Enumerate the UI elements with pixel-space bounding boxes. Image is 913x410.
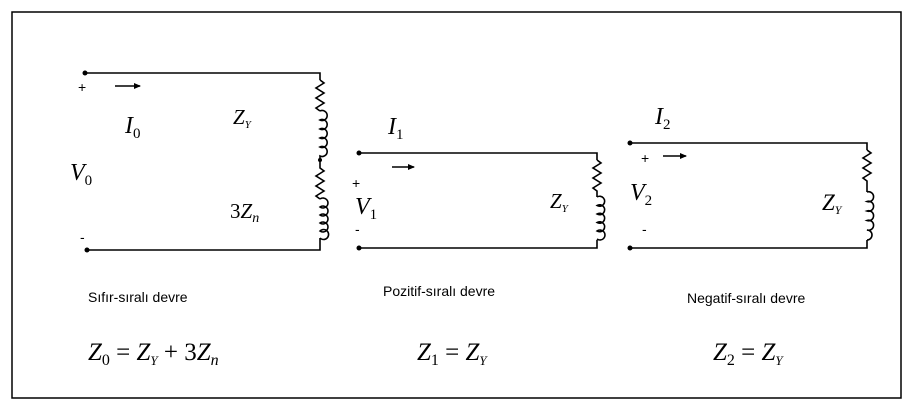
resistor-icon bbox=[314, 160, 326, 200]
negative-sequence-circuit: + - I2 V2 ZY Negatif-sıralı devre Z2 = Z… bbox=[627, 104, 875, 369]
top-wire bbox=[85, 72, 321, 80]
impedance-label: ZY bbox=[233, 105, 253, 131]
minus-sign: - bbox=[80, 229, 85, 245]
neutral-impedance-label: 3Zn bbox=[230, 199, 259, 226]
plus-sign: + bbox=[641, 150, 649, 166]
bottom-wire bbox=[630, 240, 868, 249]
minus-sign: - bbox=[642, 221, 647, 237]
bottom-wire bbox=[359, 240, 598, 249]
equation: Z0 = ZY + 3Zn bbox=[88, 339, 219, 369]
zero-sequence-circuit: + - I0 V0 ZY 3Zn Sıfır-sıralı devre Z0 =… bbox=[70, 70, 330, 369]
inductor-icon bbox=[318, 109, 328, 160]
voltage-label: V0 bbox=[70, 160, 92, 189]
resistor-icon bbox=[591, 159, 603, 197]
inductor-icon bbox=[864, 190, 875, 241]
current-label: I1 bbox=[387, 114, 404, 143]
voltage-label: V2 bbox=[630, 180, 652, 209]
current-label: I0 bbox=[124, 113, 141, 142]
bottom-wire bbox=[87, 238, 321, 251]
current-label: I2 bbox=[654, 104, 671, 133]
frame bbox=[11, 11, 902, 399]
equation: Z2 = ZY bbox=[713, 339, 784, 369]
circuit-caption: Sıfır-sıralı devre bbox=[88, 289, 188, 305]
equation: Z1 = ZY bbox=[417, 339, 488, 369]
impedance-label: ZY bbox=[550, 189, 570, 215]
resistor-icon bbox=[861, 149, 873, 192]
arrowhead-icon bbox=[408, 164, 415, 170]
positive-sequence-circuit: + - I1 V1 ZY Pozitif-sıralı devre Z1 = Z… bbox=[352, 114, 606, 369]
plus-sign: + bbox=[352, 175, 360, 191]
minus-sign: - bbox=[355, 221, 360, 237]
impedance-label: ZY bbox=[822, 190, 843, 217]
top-wire bbox=[630, 142, 868, 150]
top-wire bbox=[359, 152, 598, 160]
arrowhead-icon bbox=[680, 153, 687, 159]
voltage-label: V1 bbox=[355, 194, 377, 223]
inductor-icon bbox=[318, 197, 330, 241]
inductor-icon bbox=[595, 195, 606, 241]
arrowhead-icon bbox=[134, 83, 141, 89]
circuit-caption: Negatif-sıralı devre bbox=[687, 290, 805, 306]
plus-sign: + bbox=[78, 79, 86, 95]
resistor-icon bbox=[314, 79, 326, 112]
circuit-caption: Pozitif-sıralı devre bbox=[383, 283, 495, 299]
